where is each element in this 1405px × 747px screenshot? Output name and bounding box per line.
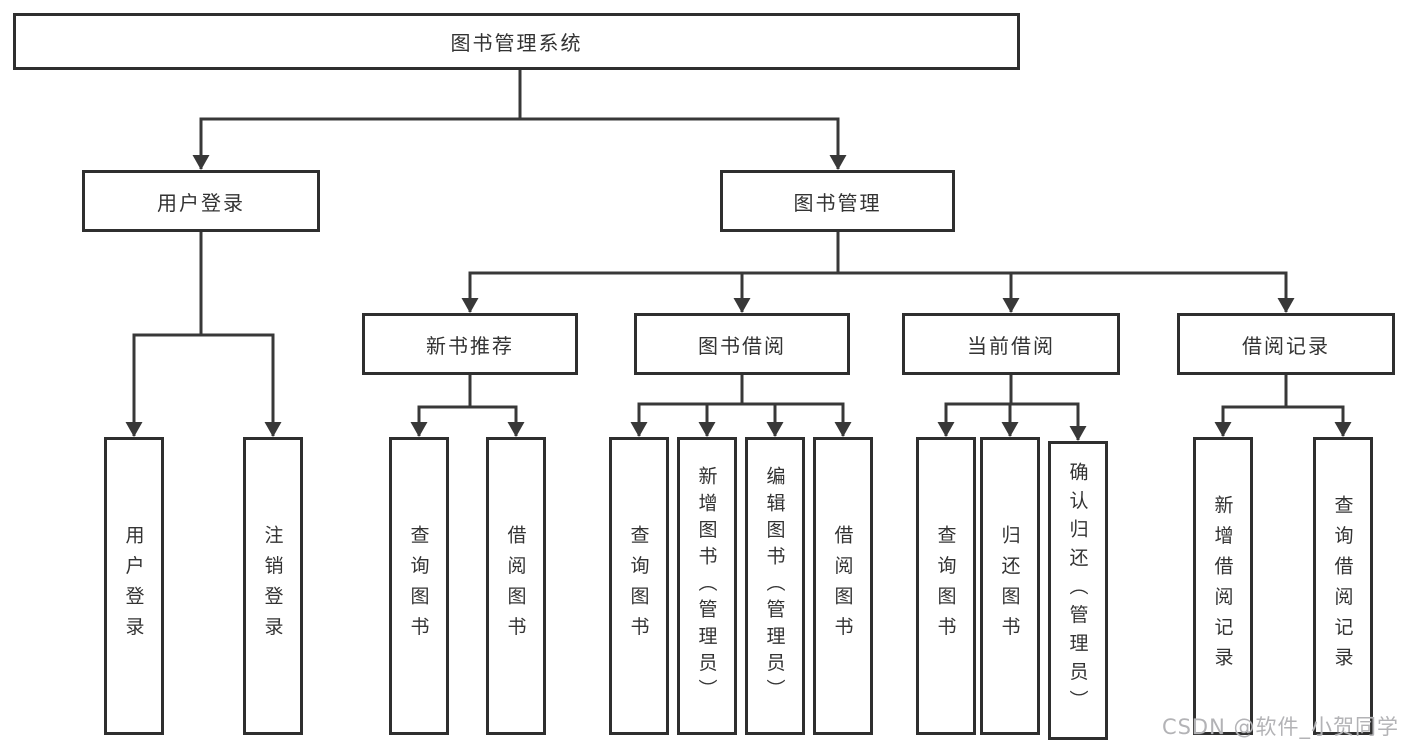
leaf-query-book-2: 查询图书 xyxy=(609,437,669,735)
leaf-borrow-book-2: 借阅图书 xyxy=(813,437,873,735)
node-library-system-label: 图书管理系统 xyxy=(450,31,583,55)
leaf-user-login: 用户登录 xyxy=(104,437,164,735)
node-borrow-records: 借阅记录 xyxy=(1177,313,1395,375)
leaf-add-borrow-record-label: 新增借阅记录 xyxy=(1211,494,1234,678)
leaf-confirm-return-admin: 确认归还（管理员） xyxy=(1048,441,1108,740)
connector-book-borrow-trunk xyxy=(637,375,845,406)
leaf-borrow-book-1: 借阅图书 xyxy=(486,437,546,735)
node-library-system: 图书管理系统 xyxy=(13,13,1020,70)
node-book-borrow-label: 图书借阅 xyxy=(698,333,786,358)
csdn-watermark: CSDN @软件_小贺同学 xyxy=(1161,715,1399,739)
leaf-edit-book-admin-label: 编辑图书（管理员） xyxy=(763,466,786,706)
connector-new-book-rec-trunk xyxy=(417,375,518,409)
leaf-query-book-3: 查询图书 xyxy=(916,437,976,735)
leaf-query-borrow-record: 查询借阅记录 xyxy=(1313,437,1373,735)
node-new-book-recommend: 新书推荐 xyxy=(362,313,578,375)
leaf-query-book-2-label: 查询图书 xyxy=(627,525,650,647)
node-current-borrow-label: 当前借阅 xyxy=(967,333,1055,358)
connector-borrow-records-trunk xyxy=(1221,375,1345,409)
leaf-logout: 注销登录 xyxy=(243,437,303,735)
node-user-login-label: 用户登录 xyxy=(157,190,245,215)
node-book-management-label: 图书管理 xyxy=(793,190,882,215)
leaf-return-book-label: 归还图书 xyxy=(998,525,1021,647)
leaf-logout-label: 注销登录 xyxy=(261,525,284,647)
node-borrow-records-label: 借阅记录 xyxy=(1242,333,1330,358)
leaf-user-login-label: 用户登录 xyxy=(122,525,145,647)
connector-book-mgmt-trunk xyxy=(468,232,1288,275)
leaf-query-borrow-record-label: 查询借阅记录 xyxy=(1331,494,1354,678)
leaf-edit-book-admin: 编辑图书（管理员） xyxy=(745,437,805,735)
node-current-borrow: 当前借阅 xyxy=(902,313,1120,375)
connector-user-login-trunk xyxy=(132,232,275,337)
leaf-add-book-admin: 新增图书（管理员） xyxy=(677,437,737,735)
leaf-query-book-1-label: 查询图书 xyxy=(407,525,430,647)
node-new-book-recommend-label: 新书推荐 xyxy=(426,333,514,358)
leaf-query-book-3-label: 查询图书 xyxy=(934,525,957,647)
node-book-management: 图书管理 xyxy=(720,170,955,232)
connector-root-trunk xyxy=(199,70,840,121)
leaf-return-book: 归还图书 xyxy=(980,437,1040,735)
leaf-query-book-1: 查询图书 xyxy=(389,437,449,735)
leaf-borrow-book-2-label: 借阅图书 xyxy=(831,525,854,647)
leaf-confirm-return-admin-label: 确认归还（管理员） xyxy=(1066,462,1089,719)
leaf-add-borrow-record: 新增借阅记录 xyxy=(1193,437,1253,735)
connector-current-borrow-trunk xyxy=(944,375,1080,406)
node-user-login: 用户登录 xyxy=(82,170,320,232)
leaf-add-book-admin-label: 新增图书（管理员） xyxy=(695,466,718,706)
leaf-borrow-book-1-label: 借阅图书 xyxy=(504,525,527,647)
node-book-borrow: 图书借阅 xyxy=(634,313,850,375)
